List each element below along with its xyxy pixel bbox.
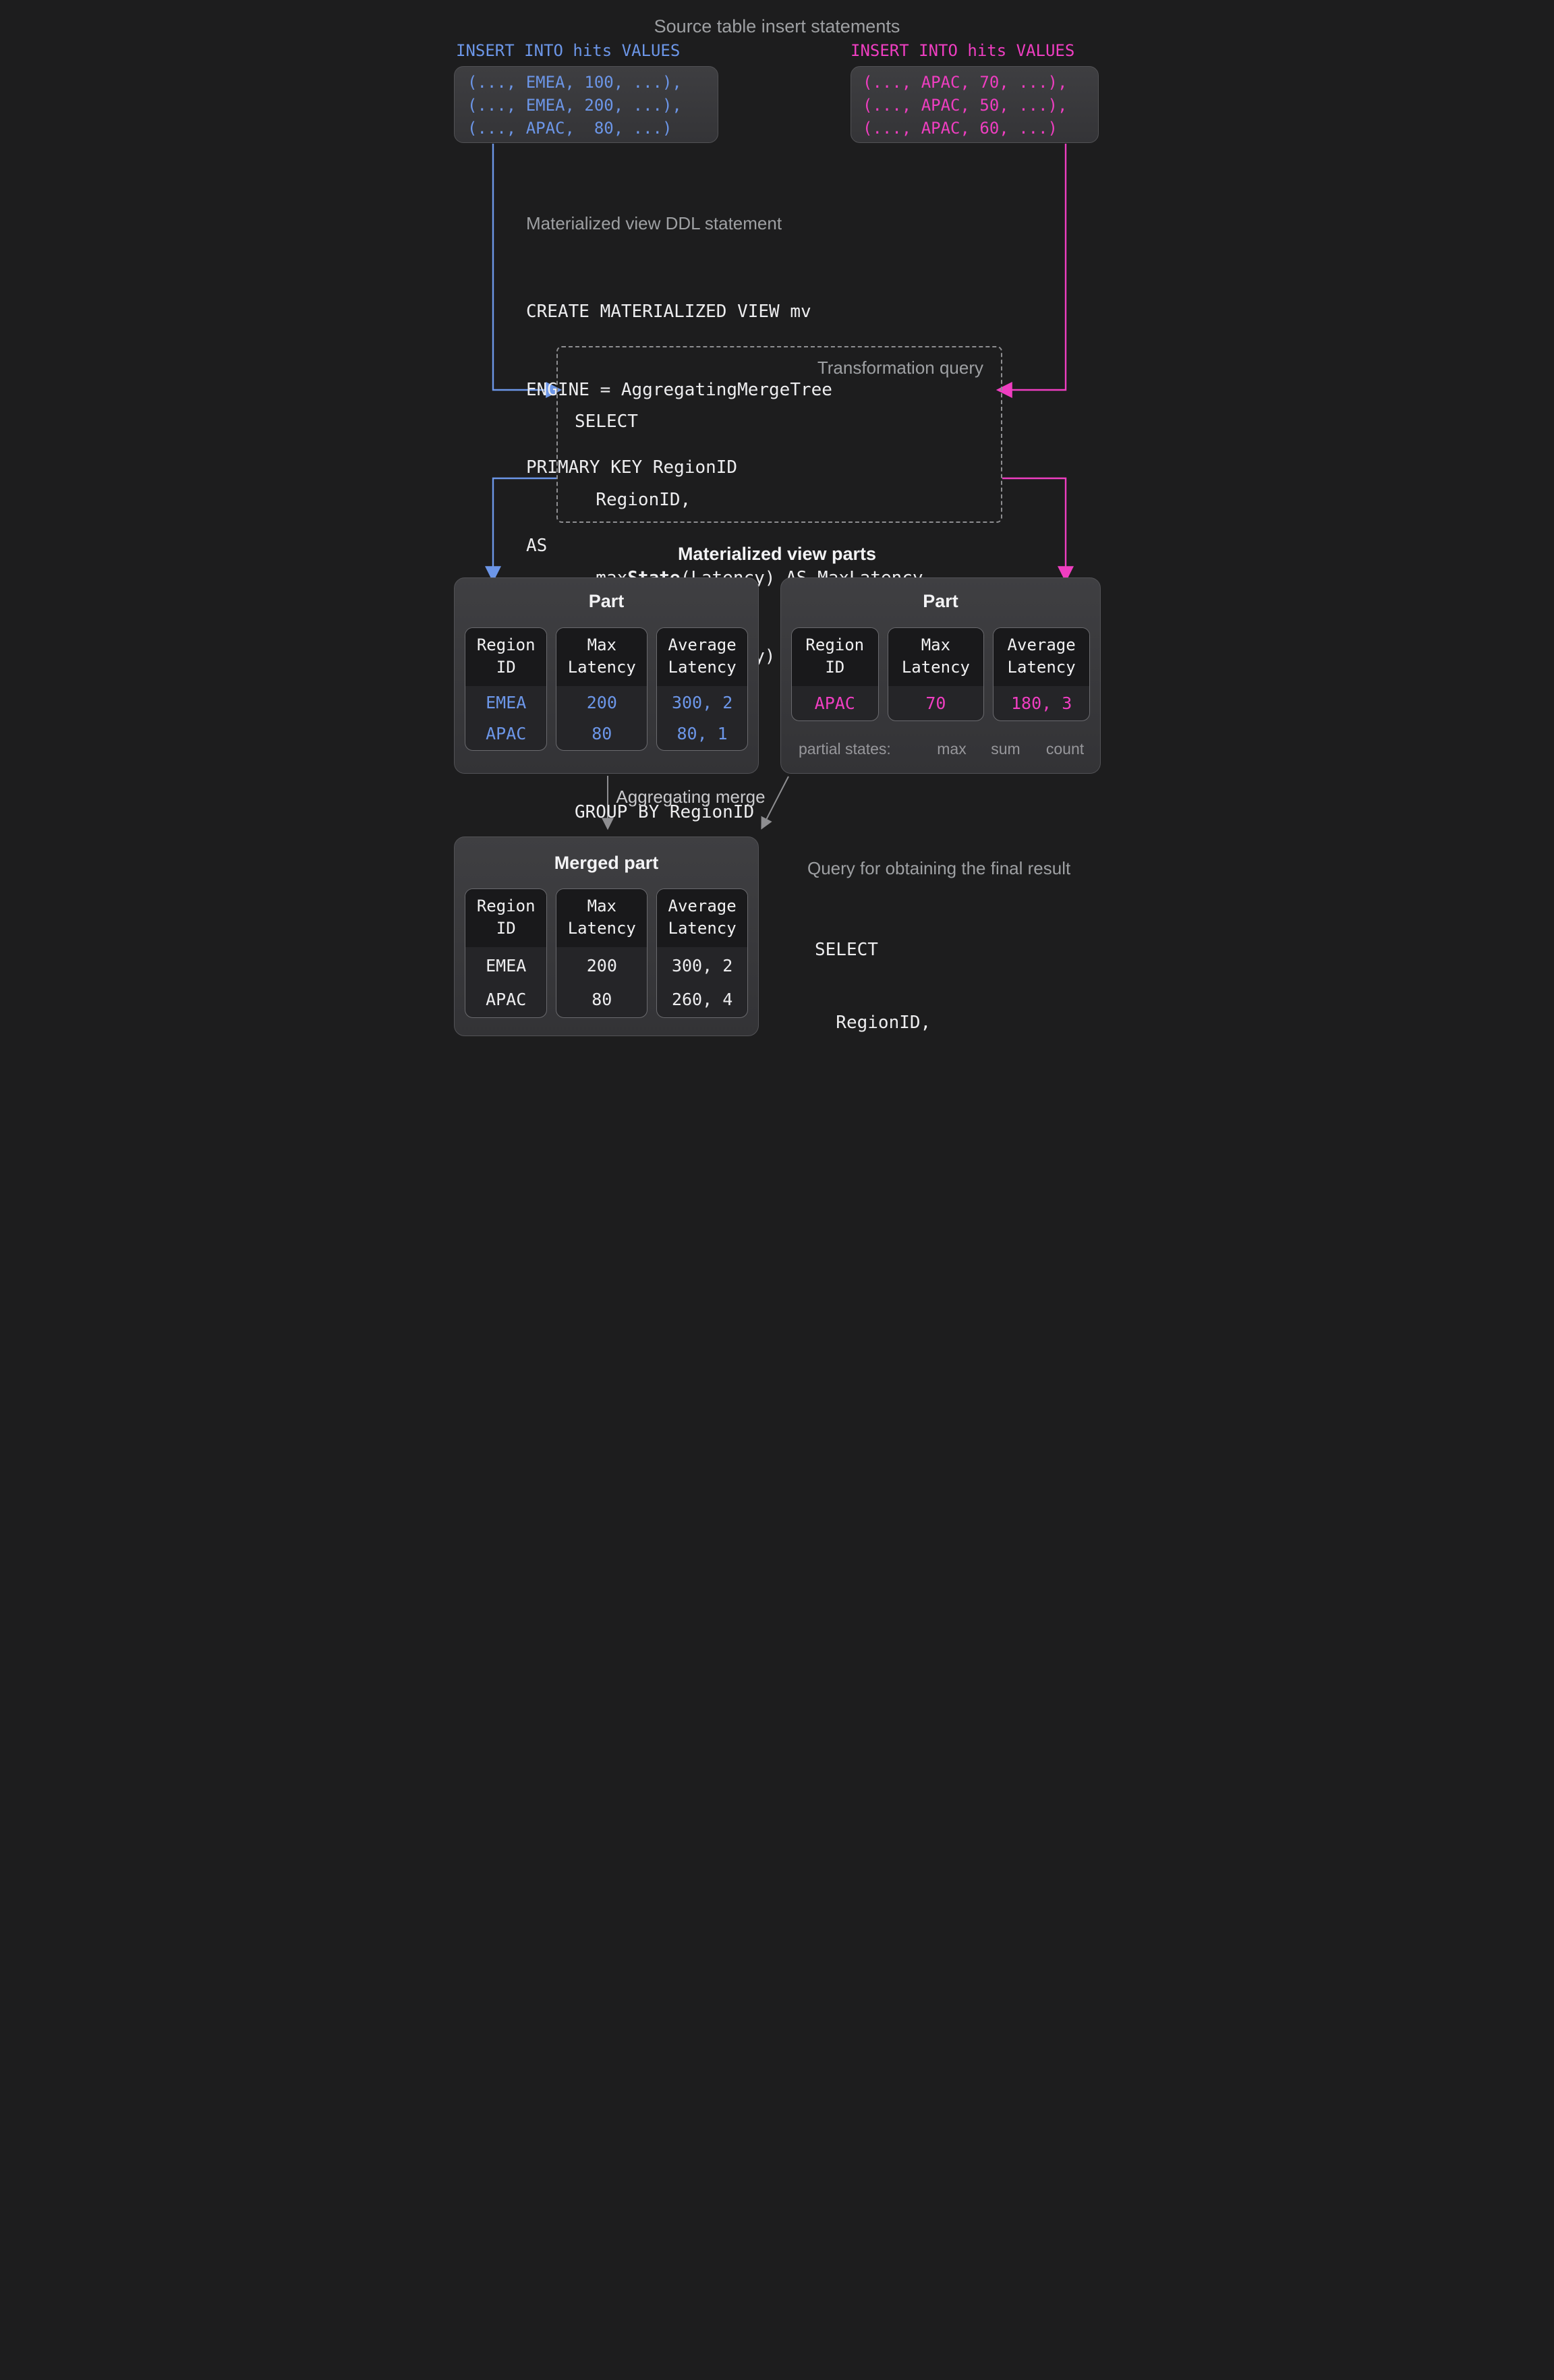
- value-cell: APAC: [465, 724, 546, 743]
- column-header: Average Latency: [994, 628, 1089, 686]
- column-values: 300, 2 260, 4: [657, 947, 747, 1017]
- insert-left-header: INSERT INTO hits VALUES: [456, 41, 680, 60]
- insert-row: (..., APAC, 70, ...),: [863, 71, 1098, 94]
- value-cell: APAC: [465, 990, 546, 1009]
- arrow-insert-right-to-query: [1009, 144, 1066, 390]
- column-values: 200 80: [556, 686, 647, 750]
- merged-part: Merged part Region ID EMEA APAC Max Late…: [454, 837, 759, 1036]
- insert-row: (..., APAC, 80, ...): [467, 117, 718, 140]
- value-cell: APAC: [792, 693, 878, 713]
- column-region-id: Region ID APAC: [791, 627, 879, 721]
- part-right: Part Region ID APAC Max Latency 70 Avera…: [780, 577, 1101, 774]
- column-values: 70: [888, 686, 984, 720]
- code-line: SELECT: [815, 938, 1058, 962]
- value-cell: 80: [556, 990, 647, 1009]
- insert-row: (..., APAC, 50, ...),: [863, 94, 1098, 117]
- insert-right-box: (..., APAC, 70, ...), (..., APAC, 50, ..…: [851, 66, 1099, 143]
- column-header: Max Latency: [556, 628, 647, 686]
- diagram-canvas: Source table insert statements INSERT IN…: [432, 0, 1122, 1058]
- insert-left-box: (..., EMEA, 100, ...), (..., EMEA, 200, …: [454, 66, 718, 143]
- code-line: SELECT: [575, 409, 923, 435]
- annotation-sum: sum: [985, 740, 1026, 758]
- column-header: Max Latency: [888, 628, 984, 686]
- value-cell: 260, 4: [657, 990, 747, 1009]
- column-average-latency: Average Latency 300, 2 260, 4: [656, 888, 748, 1018]
- column-header: Average Latency: [657, 889, 747, 947]
- partial-states-label: partial states:: [799, 740, 891, 758]
- column-values: 300, 2 80, 1: [657, 686, 747, 750]
- code-line: RegionID,: [575, 487, 923, 513]
- column-values: EMEA APAC: [465, 686, 546, 750]
- final-query-label: Query for obtaining the final result: [807, 858, 1070, 879]
- insert-right-header: INSERT INTO hits VALUES: [851, 41, 1074, 60]
- merged-part-columns: Region ID EMEA APAC Max Latency 200 80 A…: [465, 888, 748, 1018]
- column-header: Region ID: [465, 889, 546, 947]
- column-max-latency: Max Latency 200 80: [556, 627, 648, 751]
- column-region-id: Region ID EMEA APAC: [465, 888, 547, 1018]
- column-region-id: Region ID EMEA APAC: [465, 627, 547, 751]
- insert-row: (..., APAC, 60, ...): [863, 117, 1098, 140]
- annotation-count: count: [1041, 740, 1089, 758]
- value-cell: 200: [556, 956, 647, 975]
- column-values: 180, 3: [994, 686, 1089, 720]
- value-cell: 300, 2: [657, 693, 747, 712]
- value-cell: 180, 3: [994, 693, 1089, 713]
- column-header: Region ID: [792, 628, 878, 686]
- code-line: CREATE MATERIALIZED VIEW mv: [526, 299, 832, 325]
- parts-heading: Materialized view parts: [432, 544, 1122, 565]
- value-cell: EMEA: [465, 956, 546, 975]
- final-query-code: SELECT RegionID, maxMerge(MaxLatency), a…: [815, 889, 1058, 1058]
- value-cell: 80, 1: [657, 724, 747, 743]
- column-values: 200 80: [556, 947, 647, 1017]
- column-header: Max Latency: [556, 889, 647, 947]
- part-left-columns: Region ID EMEA APAC Max Latency 200 80 A…: [465, 627, 748, 751]
- column-average-latency: Average Latency 180, 3: [993, 627, 1090, 721]
- insert-row: (..., EMEA, 100, ...),: [467, 71, 718, 94]
- value-cell: 80: [556, 724, 647, 743]
- column-header: Region ID: [465, 628, 546, 686]
- ddl-label: Materialized view DDL statement: [526, 213, 782, 234]
- value-cell: EMEA: [465, 693, 546, 712]
- part-title: Part: [455, 578, 758, 612]
- part-title: Merged part: [455, 837, 758, 874]
- page-title: Source table insert statements: [432, 16, 1122, 37]
- column-max-latency: Max Latency 70: [888, 627, 985, 721]
- value-cell: 200: [556, 693, 647, 712]
- column-max-latency: Max Latency 200 80: [556, 888, 648, 1018]
- code-line: RegionID,: [815, 1011, 1058, 1035]
- part-right-columns: Region ID APAC Max Latency 70 Average La…: [791, 627, 1090, 721]
- value-cell: 70: [888, 693, 984, 713]
- column-values: EMEA APAC: [465, 947, 546, 1017]
- aggregating-merge-label: Aggregating merge: [556, 787, 826, 808]
- value-cell: 300, 2: [657, 956, 747, 975]
- insert-row: (..., EMEA, 200, ...),: [467, 94, 718, 117]
- transformation-query-box: Transformation query SELECT RegionID, ma…: [556, 346, 1002, 523]
- column-header: Average Latency: [657, 628, 747, 686]
- annotation-max: max: [933, 740, 971, 758]
- column-values: APAC: [792, 686, 878, 720]
- part-left: Part Region ID EMEA APAC Max Latency 200…: [454, 577, 759, 774]
- part-title: Part: [781, 578, 1100, 612]
- column-average-latency: Average Latency 300, 2 80, 1: [656, 627, 748, 751]
